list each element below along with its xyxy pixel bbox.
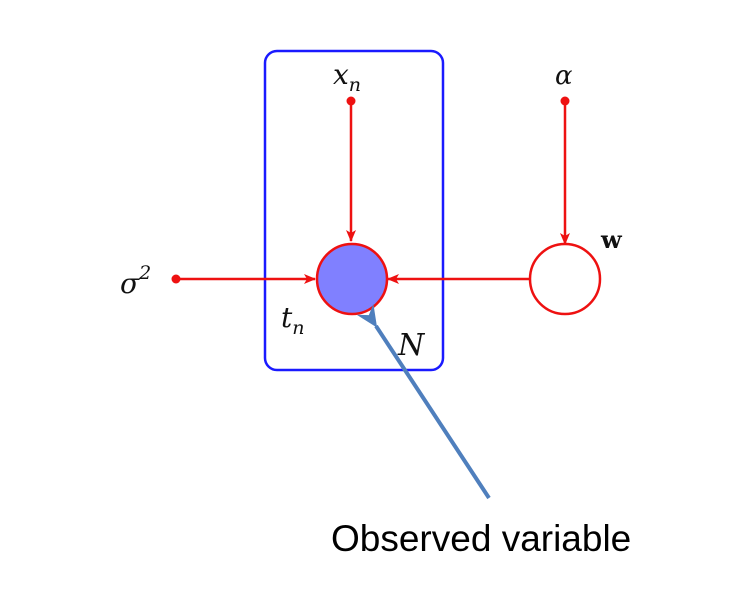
alpha-root-dot — [560, 96, 570, 106]
node-tn-observed — [315, 242, 389, 316]
label-sigma2: σ2 — [120, 262, 151, 300]
node-w-latent — [528, 242, 602, 316]
annotation-caption: Observed variable — [331, 518, 631, 559]
plate-box — [263, 49, 445, 372]
label-xn: xn — [333, 58, 361, 96]
xn-root-dot — [346, 96, 356, 106]
label-w: w — [600, 225, 623, 254]
sigma2-root-dot — [171, 274, 181, 284]
annotation-arrow — [356, 303, 491, 500]
label-alpha: α — [555, 61, 573, 91]
label-tn: tn — [281, 301, 305, 339]
plate-label: N — [397, 328, 426, 363]
